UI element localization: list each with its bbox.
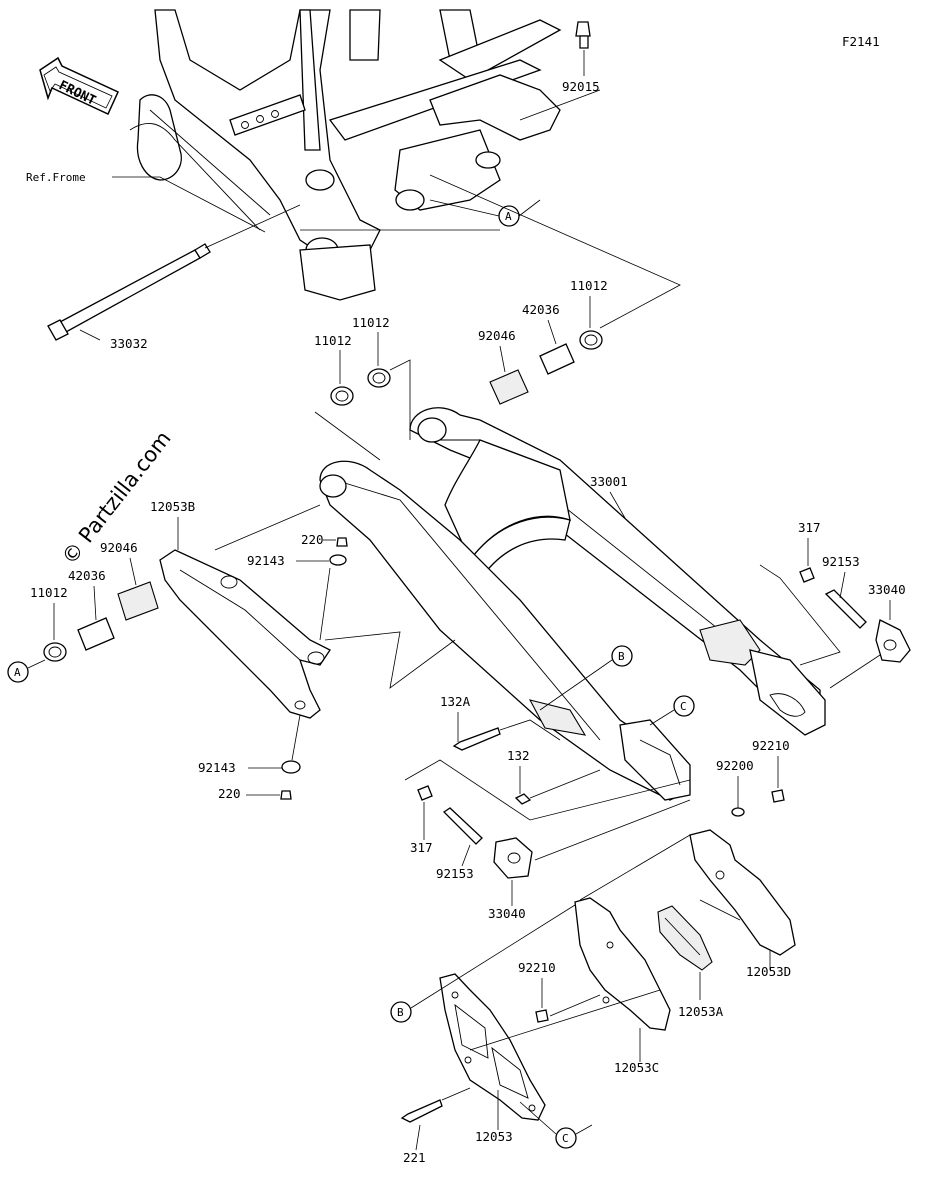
label-11012-b: 11012 <box>352 315 390 330</box>
front-arrow-icon: FRONT <box>39 56 119 115</box>
nut-92210-left <box>535 1009 549 1023</box>
collar-92143-top <box>329 554 347 566</box>
swingarm-33001 <box>319 407 826 801</box>
callout-a-left-label: A <box>14 666 21 679</box>
collar-92143-bottom <box>281 760 301 774</box>
bolt-221 <box>400 1099 443 1123</box>
label-12053D: 12053D <box>746 964 791 979</box>
label-12053: 12053 <box>475 1129 513 1144</box>
callout-b-low-label: B <box>397 1006 404 1019</box>
figure-id: F2141 <box>842 34 880 49</box>
seal-11012-right <box>579 330 603 350</box>
label-92046-b: 92046 <box>478 328 516 343</box>
label-11012-a: 11012 <box>314 333 352 348</box>
label-317-a: 317 <box>798 520 821 535</box>
label-33001: 33001 <box>590 474 628 489</box>
label-317-b: 317 <box>410 840 433 855</box>
seal-11012-left <box>330 386 354 406</box>
ref-frame-label: Ref.Frome <box>26 171 86 184</box>
label-42036-b: 42036 <box>522 302 560 317</box>
bearing-92046-left <box>117 581 159 621</box>
label-33032: 33032 <box>110 336 148 351</box>
label-221: 221 <box>403 1150 426 1165</box>
label-12053B: 12053B <box>150 499 195 514</box>
callout-a-left <box>7 661 29 683</box>
callout-c-mid-label: C <box>680 700 687 713</box>
bolt-132 <box>514 793 532 805</box>
bolt-92153-right <box>824 589 867 629</box>
label-92153-b: 92153 <box>436 866 474 881</box>
adjuster-33040-left <box>493 837 533 879</box>
label-12053A: 12053A <box>678 1004 724 1019</box>
label-220-b: 220 <box>218 786 241 801</box>
label-132: 132 <box>507 748 530 763</box>
chain-guide-12053 <box>439 973 546 1121</box>
chain-slider-12053B <box>159 549 331 719</box>
screw-220-top <box>336 537 348 547</box>
collar-42036-left <box>77 617 115 651</box>
washer-92200 <box>731 807 745 817</box>
nut-317-right <box>799 567 815 583</box>
callout-a-top-label: A <box>505 210 512 223</box>
nut-92210-right <box>771 789 785 803</box>
label-42036-a: 42036 <box>68 568 106 583</box>
pivot-shaft-33032 <box>47 243 211 341</box>
screw-220-bottom <box>280 790 292 800</box>
bolt-132A <box>452 727 501 751</box>
label-92153-a: 92153 <box>822 554 860 569</box>
label-92143-a: 92143 <box>247 553 285 568</box>
bearing-92046-right <box>489 369 529 405</box>
label-92046-a: 92046 <box>100 540 138 555</box>
label-132A: 132A <box>440 694 471 709</box>
label-33040-b: 33040 <box>488 906 526 921</box>
label-92210-a: 92210 <box>752 738 790 753</box>
chain-guide-12053C <box>574 897 671 1031</box>
label-92200: 92200 <box>716 758 754 773</box>
chain-guide-pad-12053A <box>657 905 713 971</box>
label-11012-c: 11012 <box>570 278 608 293</box>
seal-11012-inner <box>367 368 391 388</box>
seal-11012-left-outer <box>43 642 67 662</box>
chain-guide-12053D <box>689 829 796 956</box>
nut-317-left <box>417 785 433 801</box>
callout-b-mid <box>611 645 633 667</box>
callout-c-mid <box>673 695 695 717</box>
callout-b-mid-label: B <box>618 650 625 663</box>
callout-b-low <box>390 1001 412 1023</box>
callout-c-low <box>555 1127 577 1149</box>
label-33040-a: 33040 <box>868 582 906 597</box>
label-12053C: 12053C <box>614 1060 659 1075</box>
collar-42036-right <box>539 343 575 375</box>
frame-drawing <box>129 9 601 301</box>
label-92210-b: 92210 <box>518 960 556 975</box>
label-220-a: 220 <box>301 532 324 547</box>
bolt-92153-left <box>442 807 483 845</box>
label-92143-b: 92143 <box>198 760 236 775</box>
label-11012-d: 11012 <box>30 585 68 600</box>
label-92015: 92015 <box>562 79 600 94</box>
callout-c-low-label: C <box>562 1132 569 1145</box>
